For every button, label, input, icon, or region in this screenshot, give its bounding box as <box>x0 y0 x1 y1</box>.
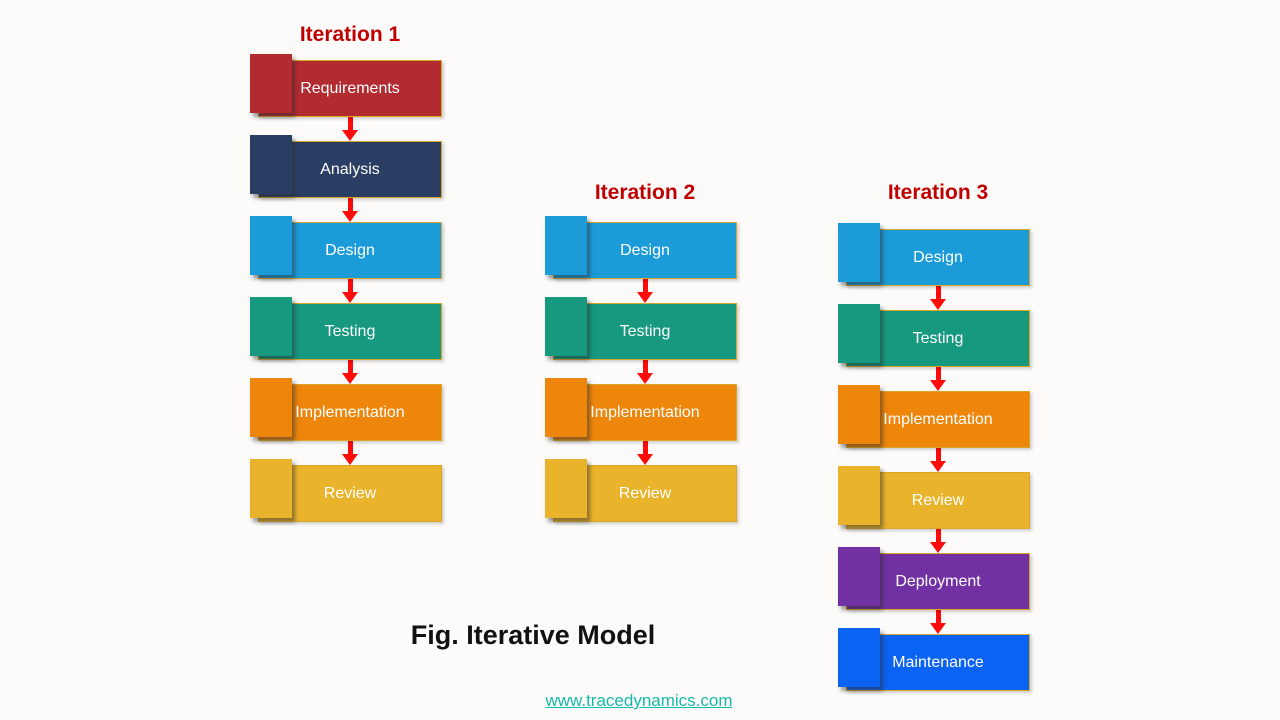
iteration-1-title: Iteration 1 <box>299 23 401 46</box>
arrow-head <box>342 292 358 303</box>
step-box-implementation: Implementation <box>838 385 1030 448</box>
website-link[interactable]: www.tracedynamics.com <box>545 691 733 710</box>
step-box-design: Design <box>838 223 1030 286</box>
flow-arrow-down-icon <box>553 441 737 465</box>
step-label: Review <box>323 484 377 502</box>
step-tab <box>250 378 292 437</box>
iteration-3-title: Iteration 3 <box>887 181 989 204</box>
arrow-stem <box>935 367 941 380</box>
arrow-stem <box>935 286 941 299</box>
arrow-head <box>637 292 653 303</box>
step-label: Requirements <box>300 79 400 97</box>
step-box-implementation: Implementation <box>545 378 737 441</box>
arrow-stem <box>347 198 353 211</box>
step-box-requirements: Requirements <box>250 54 442 117</box>
arrow-head <box>930 461 946 472</box>
arrow-stem <box>935 529 941 542</box>
arrow-stem <box>347 360 353 373</box>
arrow-head <box>637 454 653 465</box>
step-label: Deployment <box>895 572 981 590</box>
flow-arrow-down-icon <box>553 279 737 303</box>
step-tab <box>838 304 880 363</box>
arrow-stem <box>642 441 648 454</box>
step-box-review: Review <box>545 459 737 522</box>
step-tab <box>838 223 880 282</box>
step-tab <box>250 54 292 113</box>
step-box-maintenance: Maintenance <box>838 628 1030 691</box>
step-label: Analysis <box>320 160 380 178</box>
flow-arrow-down-icon <box>258 360 442 384</box>
step-tab <box>545 297 587 356</box>
flow-arrow-down-icon <box>553 360 737 384</box>
step-label: Implementation <box>590 403 700 421</box>
step-tab <box>838 466 880 525</box>
step-label: Implementation <box>295 403 405 421</box>
step-label: Testing <box>912 329 964 347</box>
step-box-analysis: Analysis <box>250 135 442 198</box>
arrow-head <box>342 373 358 384</box>
flow-arrow-down-icon <box>258 279 442 303</box>
arrow-head <box>930 542 946 553</box>
step-tab <box>250 135 292 194</box>
step-label: Review <box>911 491 965 509</box>
step-tab <box>250 459 292 518</box>
step-tab <box>545 216 587 275</box>
step-box-implementation: Implementation <box>250 378 442 441</box>
arrow-stem <box>642 360 648 373</box>
step-label: Implementation <box>883 410 993 428</box>
step-tab <box>838 547 880 606</box>
flow-arrow-down-icon <box>846 448 1030 472</box>
flow-arrow-down-icon <box>846 610 1030 634</box>
step-box-review: Review <box>250 459 442 522</box>
step-tab <box>838 628 880 687</box>
flow-arrow-down-icon <box>846 367 1030 391</box>
step-label: Review <box>618 484 672 502</box>
flow-arrow-down-icon <box>846 529 1030 553</box>
flow-arrow-down-icon <box>258 441 442 465</box>
step-tab <box>545 378 587 437</box>
step-label: Testing <box>619 322 671 340</box>
step-tab <box>250 216 292 275</box>
arrow-stem <box>347 441 353 454</box>
step-label: Design <box>325 241 375 259</box>
flow-arrow-down-icon <box>846 286 1030 310</box>
step-tab <box>838 385 880 444</box>
arrow-head <box>637 373 653 384</box>
step-box-testing: Testing <box>838 304 1030 367</box>
arrow-stem <box>347 117 353 130</box>
arrow-stem <box>935 610 941 623</box>
arrow-head <box>930 299 946 310</box>
step-box-deployment: Deployment <box>838 547 1030 610</box>
arrow-head <box>930 380 946 391</box>
step-tab <box>250 297 292 356</box>
flow-arrow-down-icon <box>258 117 442 141</box>
arrow-stem <box>642 279 648 292</box>
arrow-head <box>930 623 946 634</box>
step-box-review: Review <box>838 466 1030 529</box>
step-box-design: Design <box>545 216 737 279</box>
arrow-head <box>342 454 358 465</box>
step-box-testing: Testing <box>250 297 442 360</box>
step-label: Design <box>913 248 963 266</box>
flow-arrow-down-icon <box>258 198 442 222</box>
step-label: Testing <box>324 322 376 340</box>
step-box-design: Design <box>250 216 442 279</box>
figure-caption: Fig. Iterative Model <box>410 620 656 650</box>
iteration-2-title: Iteration 2 <box>594 181 696 204</box>
step-box-testing: Testing <box>545 297 737 360</box>
arrow-stem <box>347 279 353 292</box>
arrow-head <box>342 130 358 141</box>
step-tab <box>545 459 587 518</box>
step-label: Design <box>620 241 670 259</box>
arrow-stem <box>935 448 941 461</box>
step-label: Maintenance <box>892 653 984 671</box>
arrow-head <box>342 211 358 222</box>
